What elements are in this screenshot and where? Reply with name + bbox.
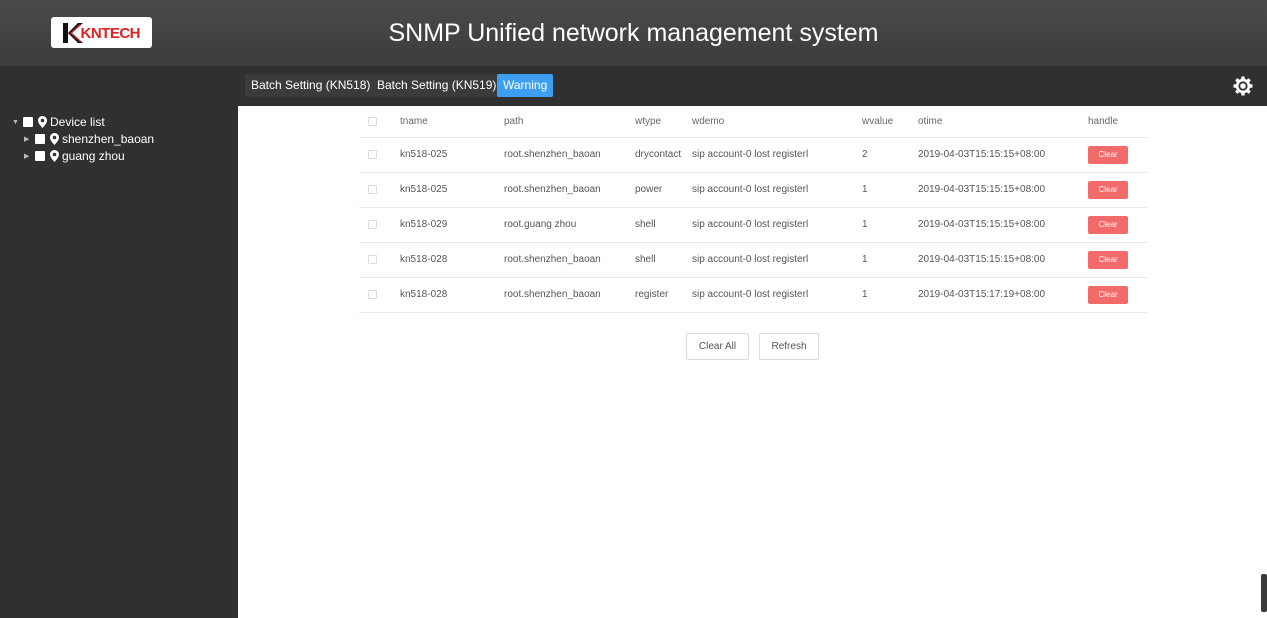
cell-otime: 2019-04-03T15:17:19+08:00 [918, 277, 1088, 313]
table-row: kn518-028 root.shenzhen_baoan shell sip … [359, 242, 1148, 278]
cell-wtype: power [635, 172, 692, 208]
column-header-path: path [504, 106, 635, 138]
sidebar: ▼ Device list ▶ shenzhen_baoan ▶ guang z… [0, 106, 238, 618]
cell-wvalue: 1 [862, 172, 918, 208]
column-header-tname: tname [400, 106, 504, 138]
cell-wdemo: sip account-0 lost registerl [692, 207, 862, 243]
tree-root-device-list[interactable]: ▼ Device list [12, 114, 105, 130]
refresh-button[interactable]: Refresh [759, 333, 819, 360]
cell-path: root.guang zhou [504, 207, 635, 243]
cell-path: root.shenzhen_baoan [504, 137, 635, 173]
cell-otime: 2019-04-03T15:15:15+08:00 [918, 242, 1088, 278]
cell-otime: 2019-04-03T15:15:15+08:00 [918, 207, 1088, 243]
logo-text: KNTECH [80, 24, 141, 42]
app-title: SNMP Unified network management system [388, 19, 879, 47]
clear-button[interactable]: Clear [1088, 285, 1128, 304]
main-content: tname path wtype wdemo wvalue otime hand… [238, 106, 1267, 618]
warning-table: tname path wtype wdemo wvalue otime hand… [359, 106, 1148, 313]
tree-item-shenzhen-baoan[interactable]: ▶ shenzhen_baoan [24, 131, 154, 147]
cell-path: root.shenzhen_baoan [504, 242, 635, 278]
cell-tname: kn518-029 [400, 207, 504, 243]
cell-wvalue: 1 [862, 207, 918, 243]
table-header-row: tname path wtype wdemo wvalue otime hand… [359, 106, 1148, 138]
cell-tname: kn518-028 [400, 277, 504, 313]
column-header-handle: handle [1088, 106, 1148, 138]
cell-tname: kn518-025 [400, 137, 504, 173]
caret-down-icon[interactable]: ▼ [12, 118, 19, 126]
tab-warning[interactable]: Warning [497, 74, 554, 97]
table-row: kn518-025 root.shenzhen_baoan drycontact… [359, 137, 1148, 173]
cell-wdemo: sip account-0 lost registerl [692, 277, 862, 313]
table-row: kn518-029 root.guang zhou shell sip acco… [359, 207, 1148, 243]
cell-wdemo: sip account-0 lost registerl [692, 137, 862, 173]
row-checkbox[interactable] [368, 289, 377, 299]
tree-checkbox[interactable] [35, 151, 45, 161]
cell-tname: kn518-025 [400, 172, 504, 208]
column-header-wtype: wtype [635, 106, 692, 138]
select-all-checkbox-cell [359, 106, 400, 138]
caret-right-icon[interactable]: ▶ [24, 153, 30, 160]
cell-wdemo: sip account-0 lost registerl [692, 242, 862, 278]
table-row: kn518-025 root.shenzhen_baoan power sip … [359, 172, 1148, 208]
tree-label[interactable]: Device list [50, 115, 105, 129]
cell-wvalue: 2 [862, 137, 918, 173]
gear-icon [1233, 76, 1253, 96]
tree-item-guang-zhou[interactable]: ▶ guang zhou [24, 148, 125, 164]
select-all-checkbox[interactable] [368, 116, 377, 126]
top-nav: Batch Setting (KN518) Batch Setting (KN5… [0, 66, 1267, 106]
tree-label[interactable]: shenzhen_baoan [62, 132, 155, 146]
cell-wtype: shell [635, 242, 692, 278]
tree-label[interactable]: guang zhou [62, 149, 125, 163]
cell-otime: 2019-04-03T15:15:15+08:00 [918, 137, 1088, 173]
row-checkbox[interactable] [368, 184, 377, 194]
cell-wtype: register [635, 277, 692, 313]
caret-right-icon[interactable]: ▶ [24, 136, 30, 143]
location-pin-icon [38, 116, 47, 128]
location-pin-icon [50, 150, 59, 162]
cell-path: root.shenzhen_baoan [504, 172, 635, 208]
row-checkbox[interactable] [368, 219, 377, 229]
clear-all-button[interactable]: Clear All [686, 333, 749, 360]
tree-checkbox[interactable] [35, 134, 45, 144]
clear-button[interactable]: Clear [1088, 180, 1128, 199]
logo: KNTECH [51, 17, 152, 48]
cell-otime: 2019-04-03T15:15:15+08:00 [918, 172, 1088, 208]
cell-path: root.shenzhen_baoan [504, 277, 635, 313]
row-checkbox[interactable] [368, 254, 377, 264]
tab-batch-setting-kn519[interactable]: Batch Setting (KN519) [371, 74, 503, 97]
logo-k-icon [62, 22, 83, 43]
clear-button[interactable]: Clear [1088, 215, 1128, 234]
tab-batch-setting-kn518[interactable]: Batch Setting (KN518) [245, 74, 377, 97]
cell-wtype: shell [635, 207, 692, 243]
tree-checkbox[interactable] [23, 117, 33, 127]
clear-button[interactable]: Clear [1088, 250, 1128, 269]
table-row: kn518-028 root.shenzhen_baoan register s… [359, 277, 1148, 313]
cell-wtype: drycontact [635, 137, 692, 173]
clear-button[interactable]: Clear [1088, 145, 1128, 164]
row-checkbox[interactable] [368, 149, 377, 159]
column-header-wvalue: wvalue [862, 106, 918, 138]
cell-tname: kn518-028 [400, 242, 504, 278]
cell-wdemo: sip account-0 lost registerl [692, 172, 862, 208]
cell-wvalue: 1 [862, 277, 918, 313]
location-pin-icon [50, 133, 59, 145]
cell-wvalue: 1 [862, 242, 918, 278]
column-header-wdemo: wdemo [692, 106, 862, 138]
scrollbar-thumb[interactable] [1261, 574, 1267, 612]
app-header: KNTECH SNMP Unified network management s… [0, 0, 1267, 66]
settings-button[interactable] [1233, 76, 1253, 96]
column-header-otime: otime [918, 106, 1088, 138]
